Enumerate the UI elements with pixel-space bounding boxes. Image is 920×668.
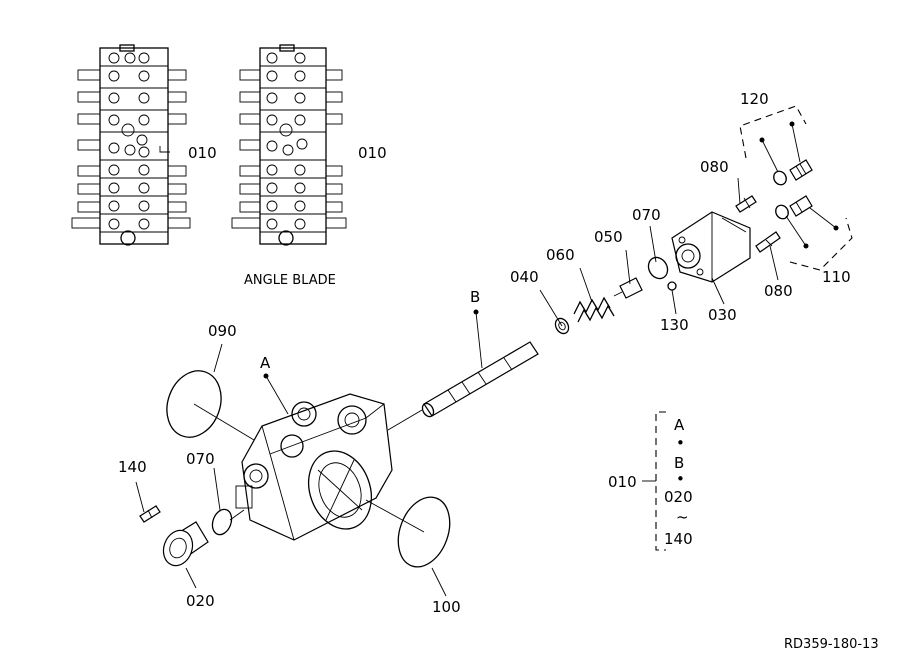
- o-ring-070-top: [647, 256, 669, 280]
- label-090: 090: [208, 322, 237, 340]
- label-060: 060: [546, 246, 575, 264]
- bolt-140: [139, 505, 161, 523]
- label-020: 020: [186, 592, 215, 610]
- cover-assembly-030: [671, 211, 751, 283]
- assembly-legend: 010 A • B • 020 ~ 140: [608, 411, 693, 551]
- label-140: 140: [118, 458, 147, 476]
- legend-dot-1: •: [676, 434, 685, 452]
- spring-060: [573, 296, 615, 323]
- label-010-angle-blade: 010: [358, 144, 387, 162]
- label-120: 120: [740, 90, 769, 108]
- legend-010: 010: [608, 473, 637, 491]
- legend-b: B: [674, 454, 684, 472]
- reference-code: RD359-180-13: [784, 637, 879, 652]
- legend-a: A: [674, 416, 685, 434]
- valve-body-a: [235, 393, 393, 541]
- spring-seat-050: [613, 277, 643, 299]
- label-100: 100: [432, 598, 461, 616]
- valve-stack-angle-blade-view: [231, 44, 347, 246]
- bolt-080-top: [735, 195, 757, 213]
- label-080-top: 080: [700, 158, 729, 176]
- label-b: B: [470, 288, 480, 306]
- label-080-right: 080: [764, 282, 793, 300]
- label-a: A: [260, 354, 271, 372]
- legend-tilde: ~: [676, 508, 689, 526]
- label-110: 110: [822, 268, 851, 286]
- label-010-front: 010: [188, 144, 217, 162]
- legend-140: 140: [664, 530, 693, 548]
- cap-020: [162, 521, 209, 567]
- label-050: 050: [594, 228, 623, 246]
- label-040: 040: [510, 268, 539, 286]
- o-ring-090: [166, 370, 222, 438]
- legend-020: 020: [664, 488, 693, 506]
- label-130: 130: [660, 316, 689, 334]
- label-angle-blade: ANGLE BLADE: [244, 273, 336, 288]
- plug-group-120: [739, 105, 813, 186]
- label-070-bottom: 070: [186, 450, 215, 468]
- o-ring-130: [667, 281, 677, 291]
- valve-stack-front-view: [71, 44, 191, 246]
- legend-dot-2: •: [676, 470, 685, 488]
- o-ring-070-bottom: [211, 508, 233, 536]
- label-030: 030: [708, 306, 737, 324]
- bolt-080-right: [755, 231, 781, 253]
- label-070-top: 070: [632, 206, 661, 224]
- spool-b: [421, 341, 539, 418]
- o-ring-100: [397, 496, 451, 568]
- plug-group-110: [775, 195, 853, 271]
